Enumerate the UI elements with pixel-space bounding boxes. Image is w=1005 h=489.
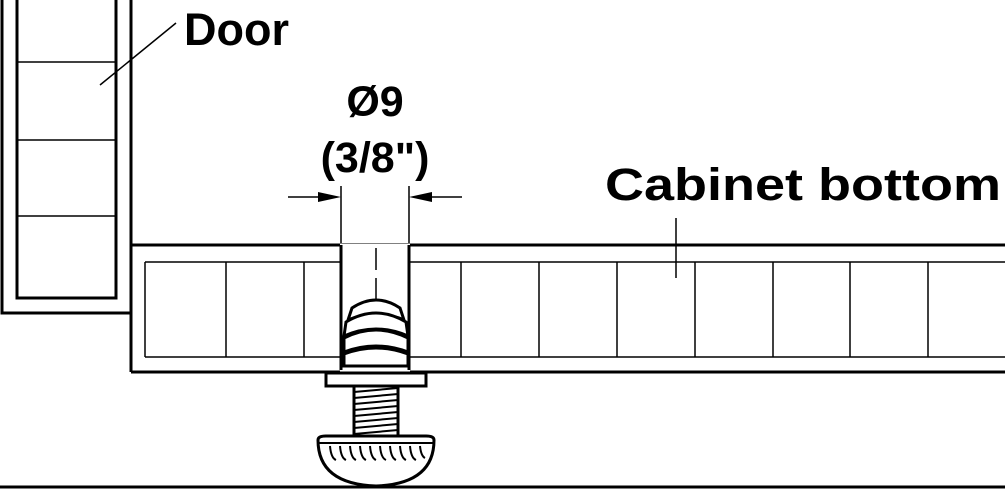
cabinet-bottom-cells [225,262,929,357]
cabinet-bottom-panel [129,243,1005,374]
leveling-foot [316,434,436,488]
door-cells [17,61,116,217]
dimension-arrow-left [318,192,341,202]
cabinet-bottom-label: Cabinet bottom [605,159,1001,210]
threaded-bolt [352,384,400,440]
diameter-inch-label: (3/8") [321,134,430,182]
t-nut-insert [342,298,410,368]
door-label: Door [184,4,289,55]
diameter-dimension [288,186,462,243]
diameter-mm-label: Ø9 [346,78,403,126]
flange-washer [324,371,428,388]
door-leader-line [99,22,177,86]
door-panel [0,0,133,315]
dimension-arrow-right [409,192,432,202]
